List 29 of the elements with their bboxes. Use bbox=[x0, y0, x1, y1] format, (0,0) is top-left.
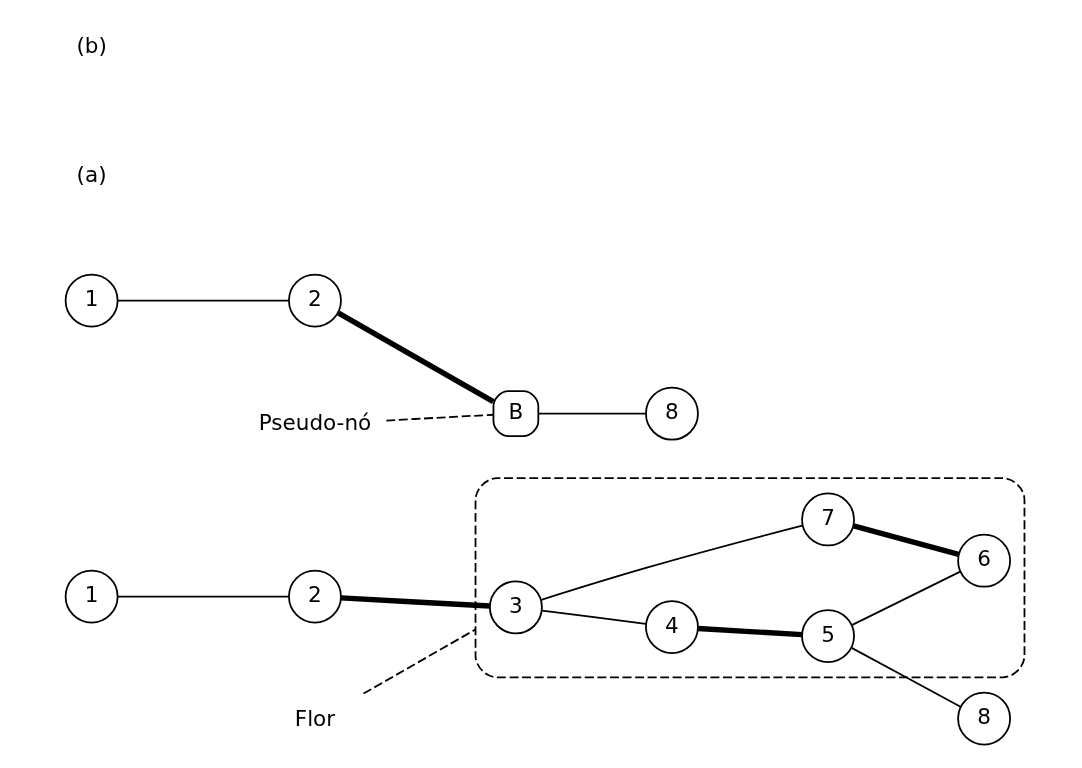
node-circle: 1 bbox=[64, 273, 119, 328]
connector bbox=[538, 412, 647, 415]
node-circle: 2 bbox=[288, 273, 342, 328]
connector bbox=[850, 646, 962, 708]
connector bbox=[340, 595, 490, 609]
connector bbox=[116, 299, 290, 302]
connector bbox=[116, 595, 290, 598]
label: (b) bbox=[76, 33, 107, 59]
node-circle: 8 bbox=[957, 691, 1011, 746]
connector bbox=[362, 628, 477, 695]
connector bbox=[540, 524, 804, 601]
node-circle: 3 bbox=[488, 580, 543, 635]
node-text: Pseudo-nó bbox=[258, 409, 372, 435]
node-circle: 1 bbox=[64, 569, 119, 624]
connector bbox=[852, 523, 960, 557]
node-circle: 2 bbox=[288, 569, 342, 624]
connector bbox=[541, 609, 647, 625]
connector bbox=[337, 310, 495, 405]
node-circle: 8 bbox=[645, 386, 699, 441]
node-circle: 7 bbox=[801, 492, 855, 547]
cluster bbox=[474, 477, 1026, 679]
connector bbox=[698, 625, 802, 638]
connector bbox=[851, 570, 962, 626]
node-circle: 5 bbox=[801, 609, 855, 663]
node-text: Flor bbox=[294, 705, 336, 731]
connector bbox=[385, 413, 495, 422]
label: (a) bbox=[76, 162, 107, 188]
node-circle: 4 bbox=[645, 600, 699, 654]
node-circle: 6 bbox=[957, 533, 1011, 588]
